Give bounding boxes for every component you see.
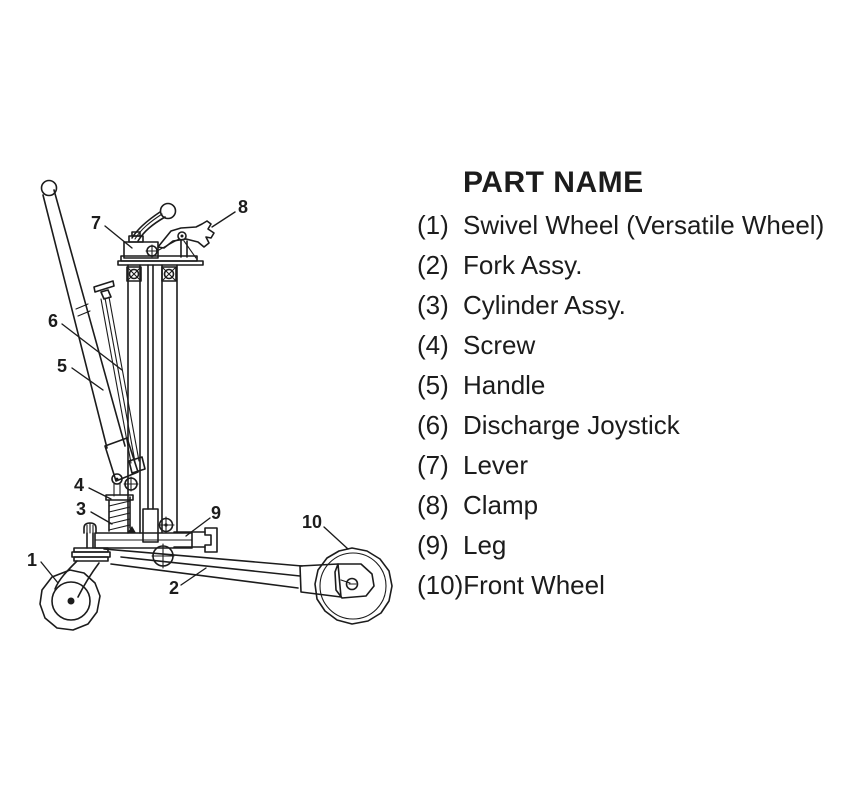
callout-labels: 1 2 3 4 5 6 7 8 9 10: [27, 197, 322, 598]
callout-10: 10: [302, 512, 322, 532]
callout-4: 4: [74, 475, 84, 495]
part-row-7: (7) Lever: [417, 445, 843, 485]
part-row-1: (1) Swivel Wheel (Versatile Wheel): [417, 205, 843, 245]
part-row-2: (2) Fork Assy.: [417, 245, 843, 285]
callout-7: 7: [91, 213, 101, 233]
leader-line-6: [61, 323, 123, 371]
part-row-8: (8) Clamp: [417, 485, 843, 525]
callout-5: 5: [57, 356, 67, 376]
base-drawing: [83, 522, 193, 549]
part-name: Clamp: [463, 490, 539, 520]
leader-line-7: [104, 225, 133, 249]
callout-9: 9: [211, 503, 221, 523]
part-name: Discharge Joystick: [463, 410, 680, 440]
leader-lines: [40, 211, 349, 586]
lever-drawing: [123, 202, 177, 259]
handle-drawing: [40, 179, 139, 492]
part-row-10: (10) Front Wheel: [417, 565, 843, 605]
fork-pivot-drawing: [151, 543, 175, 569]
leader-line-8: [211, 211, 236, 228]
front-wheel-drawing: [314, 547, 393, 625]
part-name: Fork Assy.: [463, 250, 583, 280]
mast-cylinder-drawing: [117, 255, 204, 543]
leader-line-5: [71, 367, 104, 391]
part-name: Lever: [463, 450, 529, 480]
leader-line-3: [90, 511, 113, 525]
leader-line-9: [185, 517, 211, 537]
parts-list-title: PART NAME: [463, 166, 644, 199]
callout-1: 1: [27, 550, 37, 570]
part-row-4: (4) Screw: [417, 325, 843, 365]
fork-drawing: [103, 548, 351, 598]
clamp-drawing: [156, 220, 215, 259]
part-name: Screw: [463, 330, 536, 360]
part-name: Cylinder Assy.: [463, 290, 626, 320]
part-name: Leg: [463, 530, 507, 560]
part-number: (3): [417, 290, 449, 320]
callout-2: 2: [169, 578, 179, 598]
part-row-6: (6) Discharge Joystick: [417, 405, 843, 445]
part-number: (2): [417, 250, 449, 280]
part-number: (8): [417, 490, 449, 520]
parts-list-panel: PART NAME (1) Swivel Wheel (Versatile Wh…: [417, 167, 843, 605]
callout-3: 3: [76, 499, 86, 519]
part-number: (7): [417, 450, 449, 480]
part-number: (4): [417, 330, 449, 360]
leader-line-4: [88, 487, 112, 500]
leader-line-2: [180, 567, 207, 586]
callout-8: 8: [238, 197, 248, 217]
part-number: (1): [417, 210, 449, 240]
leg-drawing: [173, 527, 218, 553]
part-row-3: (3) Cylinder Assy.: [417, 285, 843, 325]
part-name: Swivel Wheel (Versatile Wheel): [463, 210, 825, 240]
callout-6: 6: [48, 311, 58, 331]
part-name: Handle: [463, 370, 546, 400]
part-name: Front Wheel: [463, 570, 605, 600]
part-row-5: (5) Handle: [417, 365, 843, 405]
part-number: (5): [417, 370, 449, 400]
part-number: (10): [417, 570, 464, 600]
leader-line-10: [323, 526, 349, 550]
screw-spring-drawing: [105, 482, 136, 533]
part-row-9: (9) Leg: [417, 525, 843, 565]
part-number: (6): [417, 410, 449, 440]
leader-line-1: [40, 561, 59, 584]
part-number: (9): [417, 530, 449, 560]
swivel-wheel-drawing: [39, 547, 111, 631]
discharge-joystick-drawing: [93, 280, 146, 474]
